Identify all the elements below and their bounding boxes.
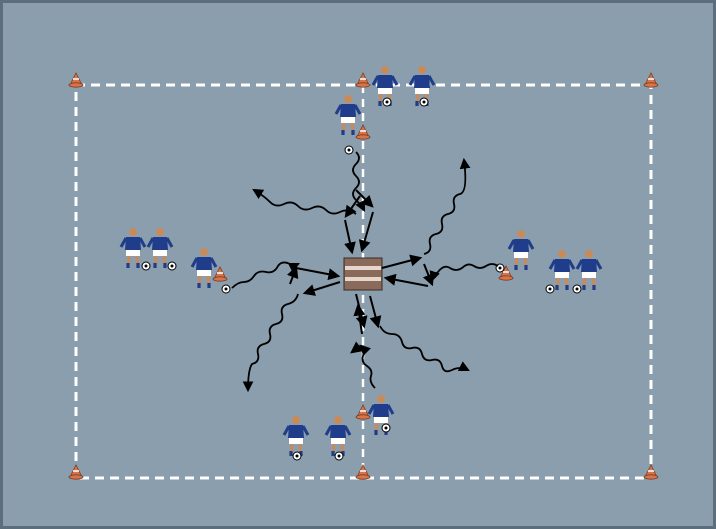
- ball-north-1: [383, 98, 391, 106]
- ball-east-1: [546, 285, 554, 293]
- ball-west-active: [222, 285, 230, 293]
- ball-west-1: [142, 262, 150, 270]
- ball-south-2: [335, 452, 343, 460]
- ball-east-2: [573, 285, 581, 293]
- central-box: [344, 258, 382, 290]
- ball-north-active: [345, 146, 353, 154]
- ball-west-2: [168, 262, 176, 270]
- ball-south-1: [293, 452, 301, 460]
- ball-north-2: [420, 98, 428, 106]
- ball-south-active: [382, 424, 390, 432]
